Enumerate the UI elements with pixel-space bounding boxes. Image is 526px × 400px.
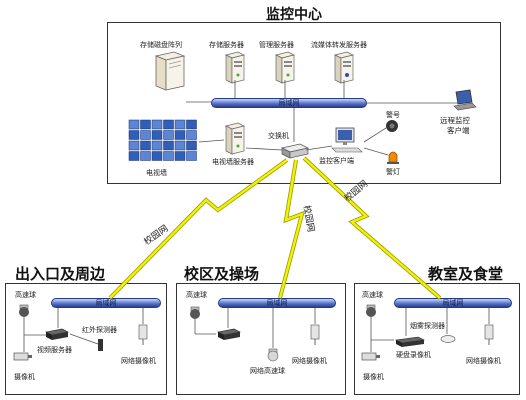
mgmt-server-icon (274, 51, 296, 84)
zone-campus-ptz-icon (190, 306, 200, 319)
zone-classroom-smoke-label: 烟雾探测器 (410, 322, 445, 330)
tv-wall-screen (186, 119, 197, 130)
storage-server-label: 存储服务器 (209, 41, 244, 49)
zone-classroom-camera-label: 摄像机 (363, 373, 384, 381)
zone-classroom-net-camera-label: 网络摄像机 (466, 357, 501, 365)
campus-link-classroom (303, 157, 441, 299)
storage-server-icon (224, 51, 246, 84)
tv-wall-screen (140, 130, 151, 140)
tv-wall-screen (140, 119, 151, 130)
tv-wall-screen (128, 151, 140, 161)
zone-entrance-ir-detector-label: 红外探测器 (82, 326, 117, 334)
zone-campus-net-camera-label: 网络摄像机 (292, 357, 327, 365)
campus-link-entrance (109, 159, 288, 299)
campus-link-classroom-outline (302, 156, 442, 300)
tv-wall-server-icon (224, 122, 246, 155)
zone-campus-title: 校区及操场 (184, 265, 260, 283)
monitor-client-icon (331, 127, 363, 153)
center-lan-label: 局域网 (278, 99, 300, 107)
tv-wall-screen (151, 119, 163, 130)
zone-classroom-net-camera-icon (484, 324, 494, 345)
tv-wall-screen (163, 130, 174, 140)
tv-wall-screen (163, 119, 174, 130)
zone-classroom-ptz-icon (366, 304, 376, 317)
monitoring-center-title: 监控中心 (266, 7, 322, 23)
tv-wall-screen (151, 140, 163, 151)
tv-wall-screen (140, 151, 151, 161)
storage-array-label: 存储磁盘阵列 (140, 41, 182, 49)
tv-wall-screen (151, 130, 163, 140)
tv-wall-screen (174, 151, 186, 161)
zone-campus-net-camera-icon (310, 324, 320, 345)
zone-classroom-camera-icon (361, 352, 380, 361)
remote-client-label-2: 客户端 (447, 126, 470, 135)
tv-wall-label: 电视墙 (146, 169, 167, 177)
tv-wall-screen (186, 130, 197, 140)
alarm-horn-label: 警号 (386, 111, 400, 119)
zone-entrance-video-server-icon (45, 328, 69, 340)
alarm-light-label: 警灯 (386, 168, 400, 176)
mgmt-server-label: 管理服务器 (259, 41, 294, 49)
zone-entrance-title: 出入口及周边 (15, 265, 106, 283)
remote-client-label-1: 远程监控 (440, 116, 470, 125)
tv-wall-screen (174, 119, 186, 130)
zone-classroom-smoke-icon (440, 335, 456, 343)
tv-wall-screen (163, 151, 174, 161)
zone-entrance-camera-label: 摄像机 (14, 373, 35, 381)
zone-entrance-lan-bar: 局域网 (51, 298, 161, 308)
zone-classroom-title: 教室及食堂 (428, 265, 504, 283)
zone-classroom-dvr-icon (394, 336, 426, 347)
tv-wall-screen (186, 151, 197, 161)
zone-classroom-dvr-label: 硬盘录像机 (396, 351, 431, 359)
tv-wall-server-label: 电视墙服务器 (212, 158, 254, 166)
zone-entrance-ptz-icon (19, 304, 29, 317)
zone-campus-net-ptz-icon (267, 348, 279, 362)
switch-label: 交换机 (268, 132, 289, 140)
zone-entrance-ir-detector-icon (98, 339, 103, 351)
center-lan-bar: 局域网 (211, 98, 367, 108)
remote-client-icon (453, 89, 477, 111)
zone-entrance-lan-label: 局域网 (95, 299, 117, 307)
tv-wall-screen (174, 130, 186, 140)
tv-wall-screen (128, 119, 140, 130)
zone-classroom-lan-bar: 局域网 (394, 298, 512, 308)
tv-wall-icon (128, 119, 197, 161)
zone-entrance-net-camera-icon (138, 324, 148, 345)
tv-wall-screen (128, 140, 140, 151)
tv-wall-screen (140, 140, 151, 151)
campus-link-campus (278, 159, 304, 299)
zone-entrance-video-server-label: 视频服务器 (37, 346, 72, 354)
alarm-light-icon (387, 151, 399, 164)
zone-classroom-lan-label: 局域网 (442, 299, 464, 307)
zone-campus-decoder-icon (217, 328, 241, 340)
zone-entrance-ptz-label: 高速球 (15, 291, 36, 299)
zone-campus-net-ptz-label: 网络高速球 (250, 367, 285, 375)
tv-wall-screen (174, 140, 186, 151)
zone-campus-ptz-label: 高速球 (186, 291, 207, 299)
tv-wall-screen (163, 140, 174, 151)
tv-wall-screen (151, 151, 163, 161)
zone-classroom-ptz-label: 高速球 (362, 291, 383, 299)
switch-icon (280, 143, 310, 159)
zone-entrance-camera-icon (13, 352, 32, 361)
monitor-client-label: 监控客户端 (319, 157, 354, 165)
tv-wall-screen (186, 140, 197, 151)
zone-campus-lan-bar: 局域网 (218, 298, 336, 308)
zone-campus-lan-label: 局域网 (266, 299, 288, 307)
stream-server-icon (333, 51, 355, 84)
tv-wall-screen (128, 130, 140, 140)
storage-array-icon (154, 51, 186, 91)
stream-server-label: 流媒体转发服务器 (311, 41, 367, 49)
alarm-horn-icon (386, 120, 398, 132)
zone-entrance-net-camera-label: 网络摄像机 (121, 357, 156, 365)
